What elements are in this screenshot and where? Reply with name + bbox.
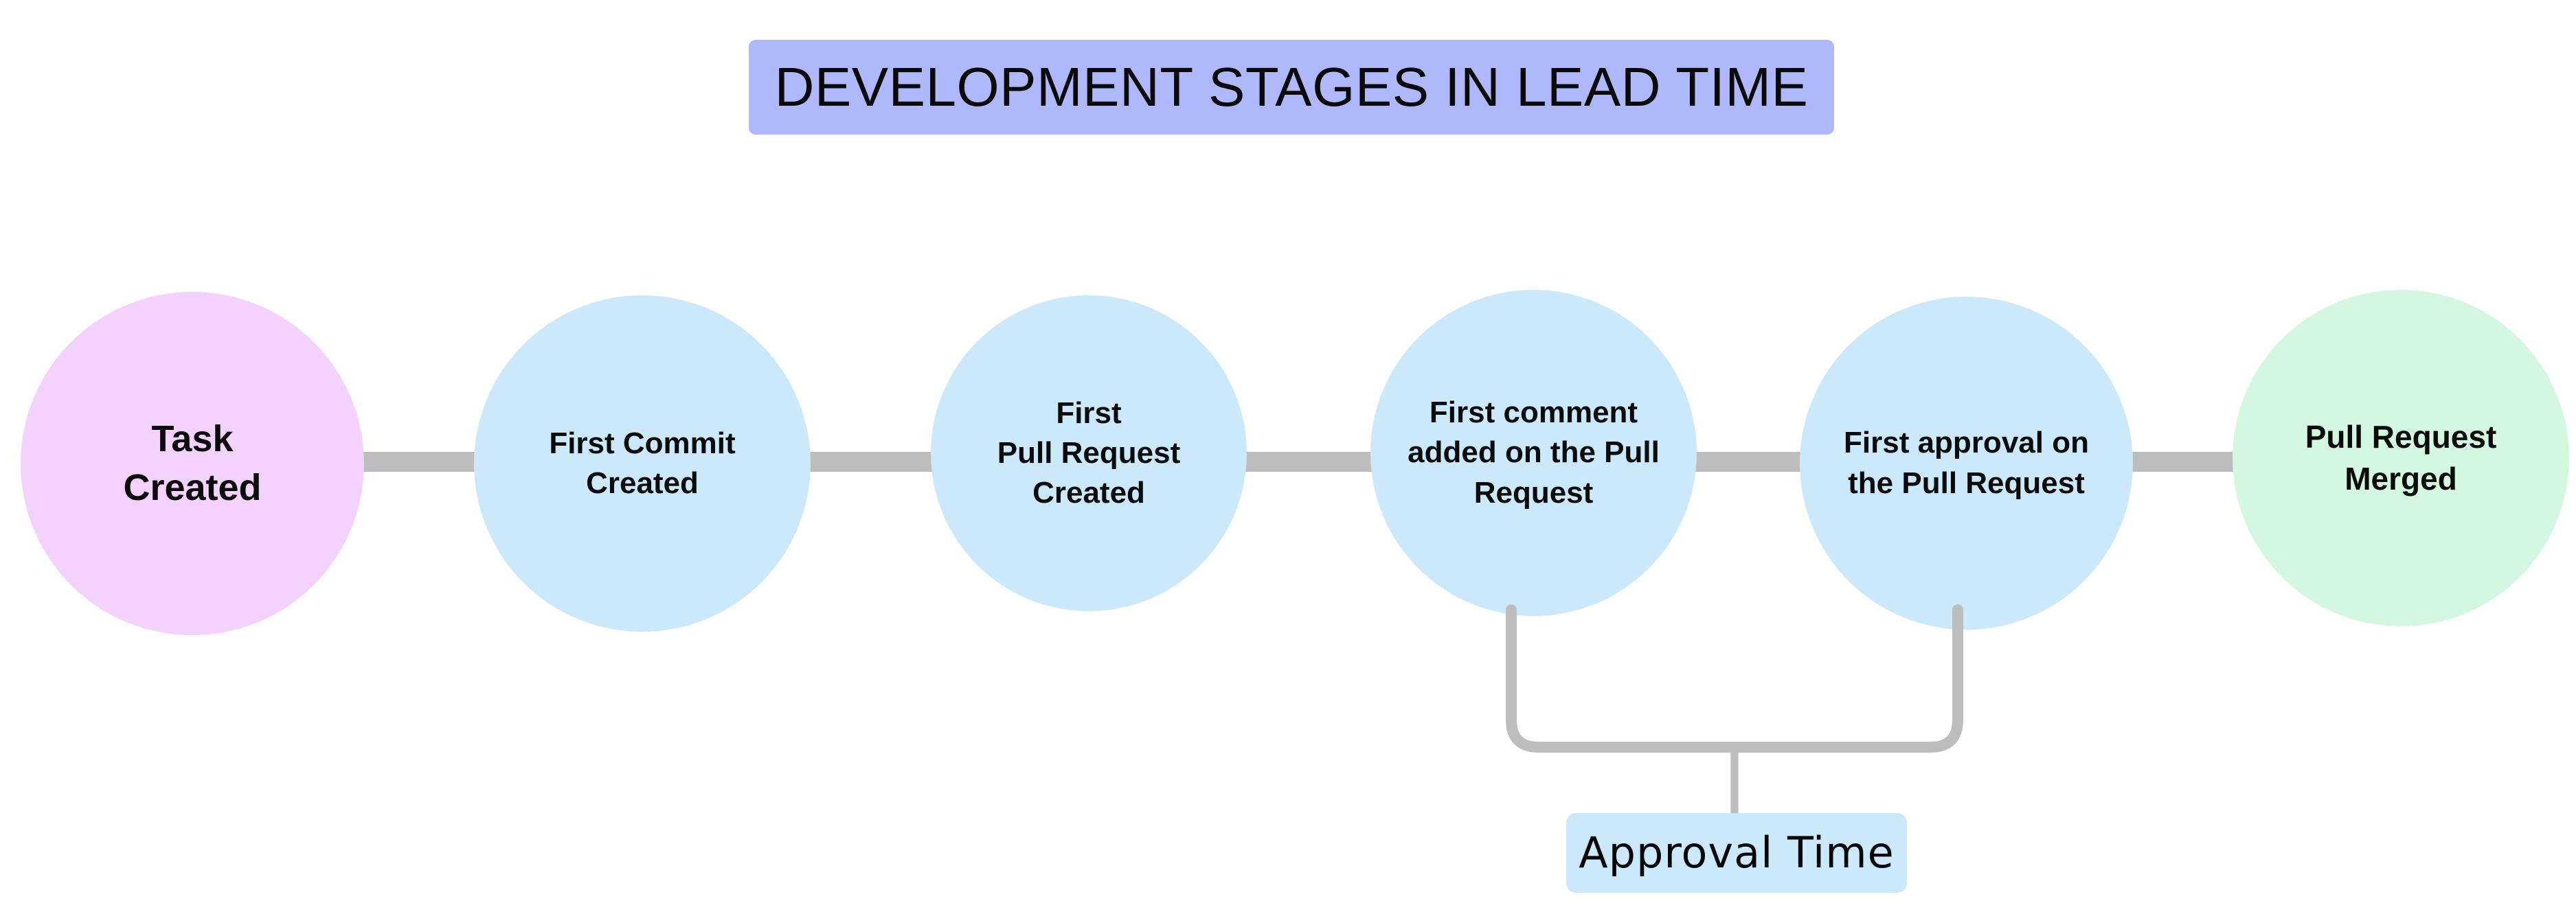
stage-label-task-created: Task Created [123,418,262,508]
stage-node-first-approval[interactable]: First approval on the Pull Request [1800,297,2133,630]
stage-node-first-comment-added[interactable]: First comment added on the Pull Request [1370,290,1697,616]
annotation-chip-approval-time[interactable]: Approval Time [1566,813,1907,893]
stage-label-pull-request-merged: Pull Request Merged [2305,419,2497,497]
connector-pr-to-comment [1230,452,1394,472]
stage-node-task-created[interactable]: Task Created [21,292,364,635]
stage-label-first-pull-request-created: First Pull Request Created [997,396,1181,510]
connector-task-to-commit [347,452,495,472]
approval-time-bracket [1506,604,1963,816]
bracket-path [1506,604,1963,753]
annotation-label-approval-time: Approval Time [1579,828,1895,878]
connector-commit-to-pr [793,452,951,472]
stage-node-first-commit-created[interactable]: First Commit Created [474,295,811,632]
stage-label-first-comment-added: First comment added on the Pull Request [1408,396,1660,510]
stage-label-first-commit-created: First Commit Created [549,426,736,500]
stage-node-first-pull-request-created[interactable]: First Pull Request Created [931,295,1247,611]
diagram-title-banner: DEVELOPMENT STAGES IN LEAD TIME [749,40,1834,135]
stage-node-pull-request-merged[interactable]: Pull Request Merged [2233,290,2569,626]
page-title: DEVELOPMENT STAGES IN LEAD TIME [774,56,1809,117]
stage-label-first-approval: First approval on the Pull Request [1844,426,2089,500]
